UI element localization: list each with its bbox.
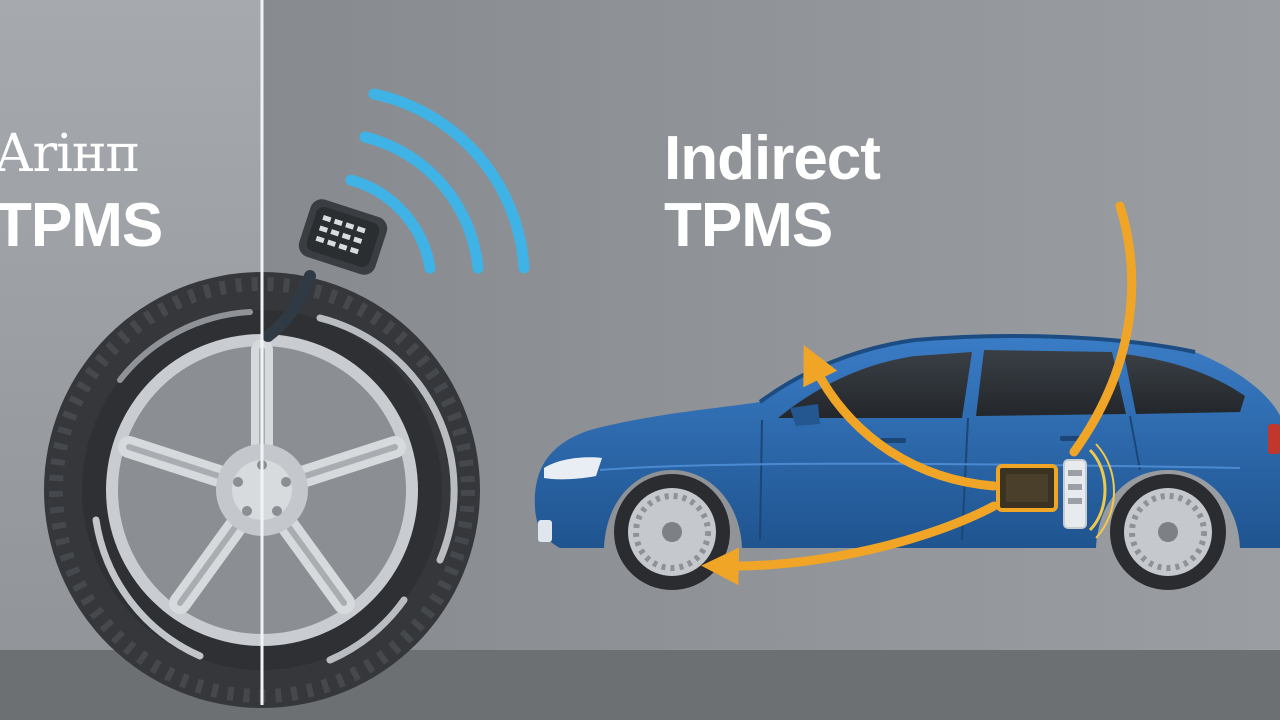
right-title-line2: TPMS bbox=[664, 191, 833, 260]
car-illustration bbox=[534, 334, 1280, 590]
tpms-sensor-icon bbox=[298, 199, 388, 275]
arrow-to-front-wheel bbox=[701, 501, 999, 586]
abs-module-icon bbox=[996, 443, 1115, 539]
left-title-line1: Аrінп bbox=[0, 124, 140, 184]
wireless-signal-icon bbox=[345, 88, 530, 274]
car-window-front bbox=[778, 352, 972, 418]
wheel-speed-signal-arrows bbox=[701, 201, 1137, 586]
car-window-rear bbox=[1124, 354, 1245, 414]
car-window-middle bbox=[976, 350, 1126, 416]
car-front-wheel bbox=[614, 474, 730, 590]
left-title-line2: TPMS bbox=[0, 191, 163, 260]
right-title-line1: Indirect bbox=[664, 124, 881, 193]
arrow-from-top bbox=[1069, 201, 1137, 457]
car-rear-wheel bbox=[1110, 474, 1226, 590]
arrow-to-upper-front bbox=[803, 345, 999, 491]
